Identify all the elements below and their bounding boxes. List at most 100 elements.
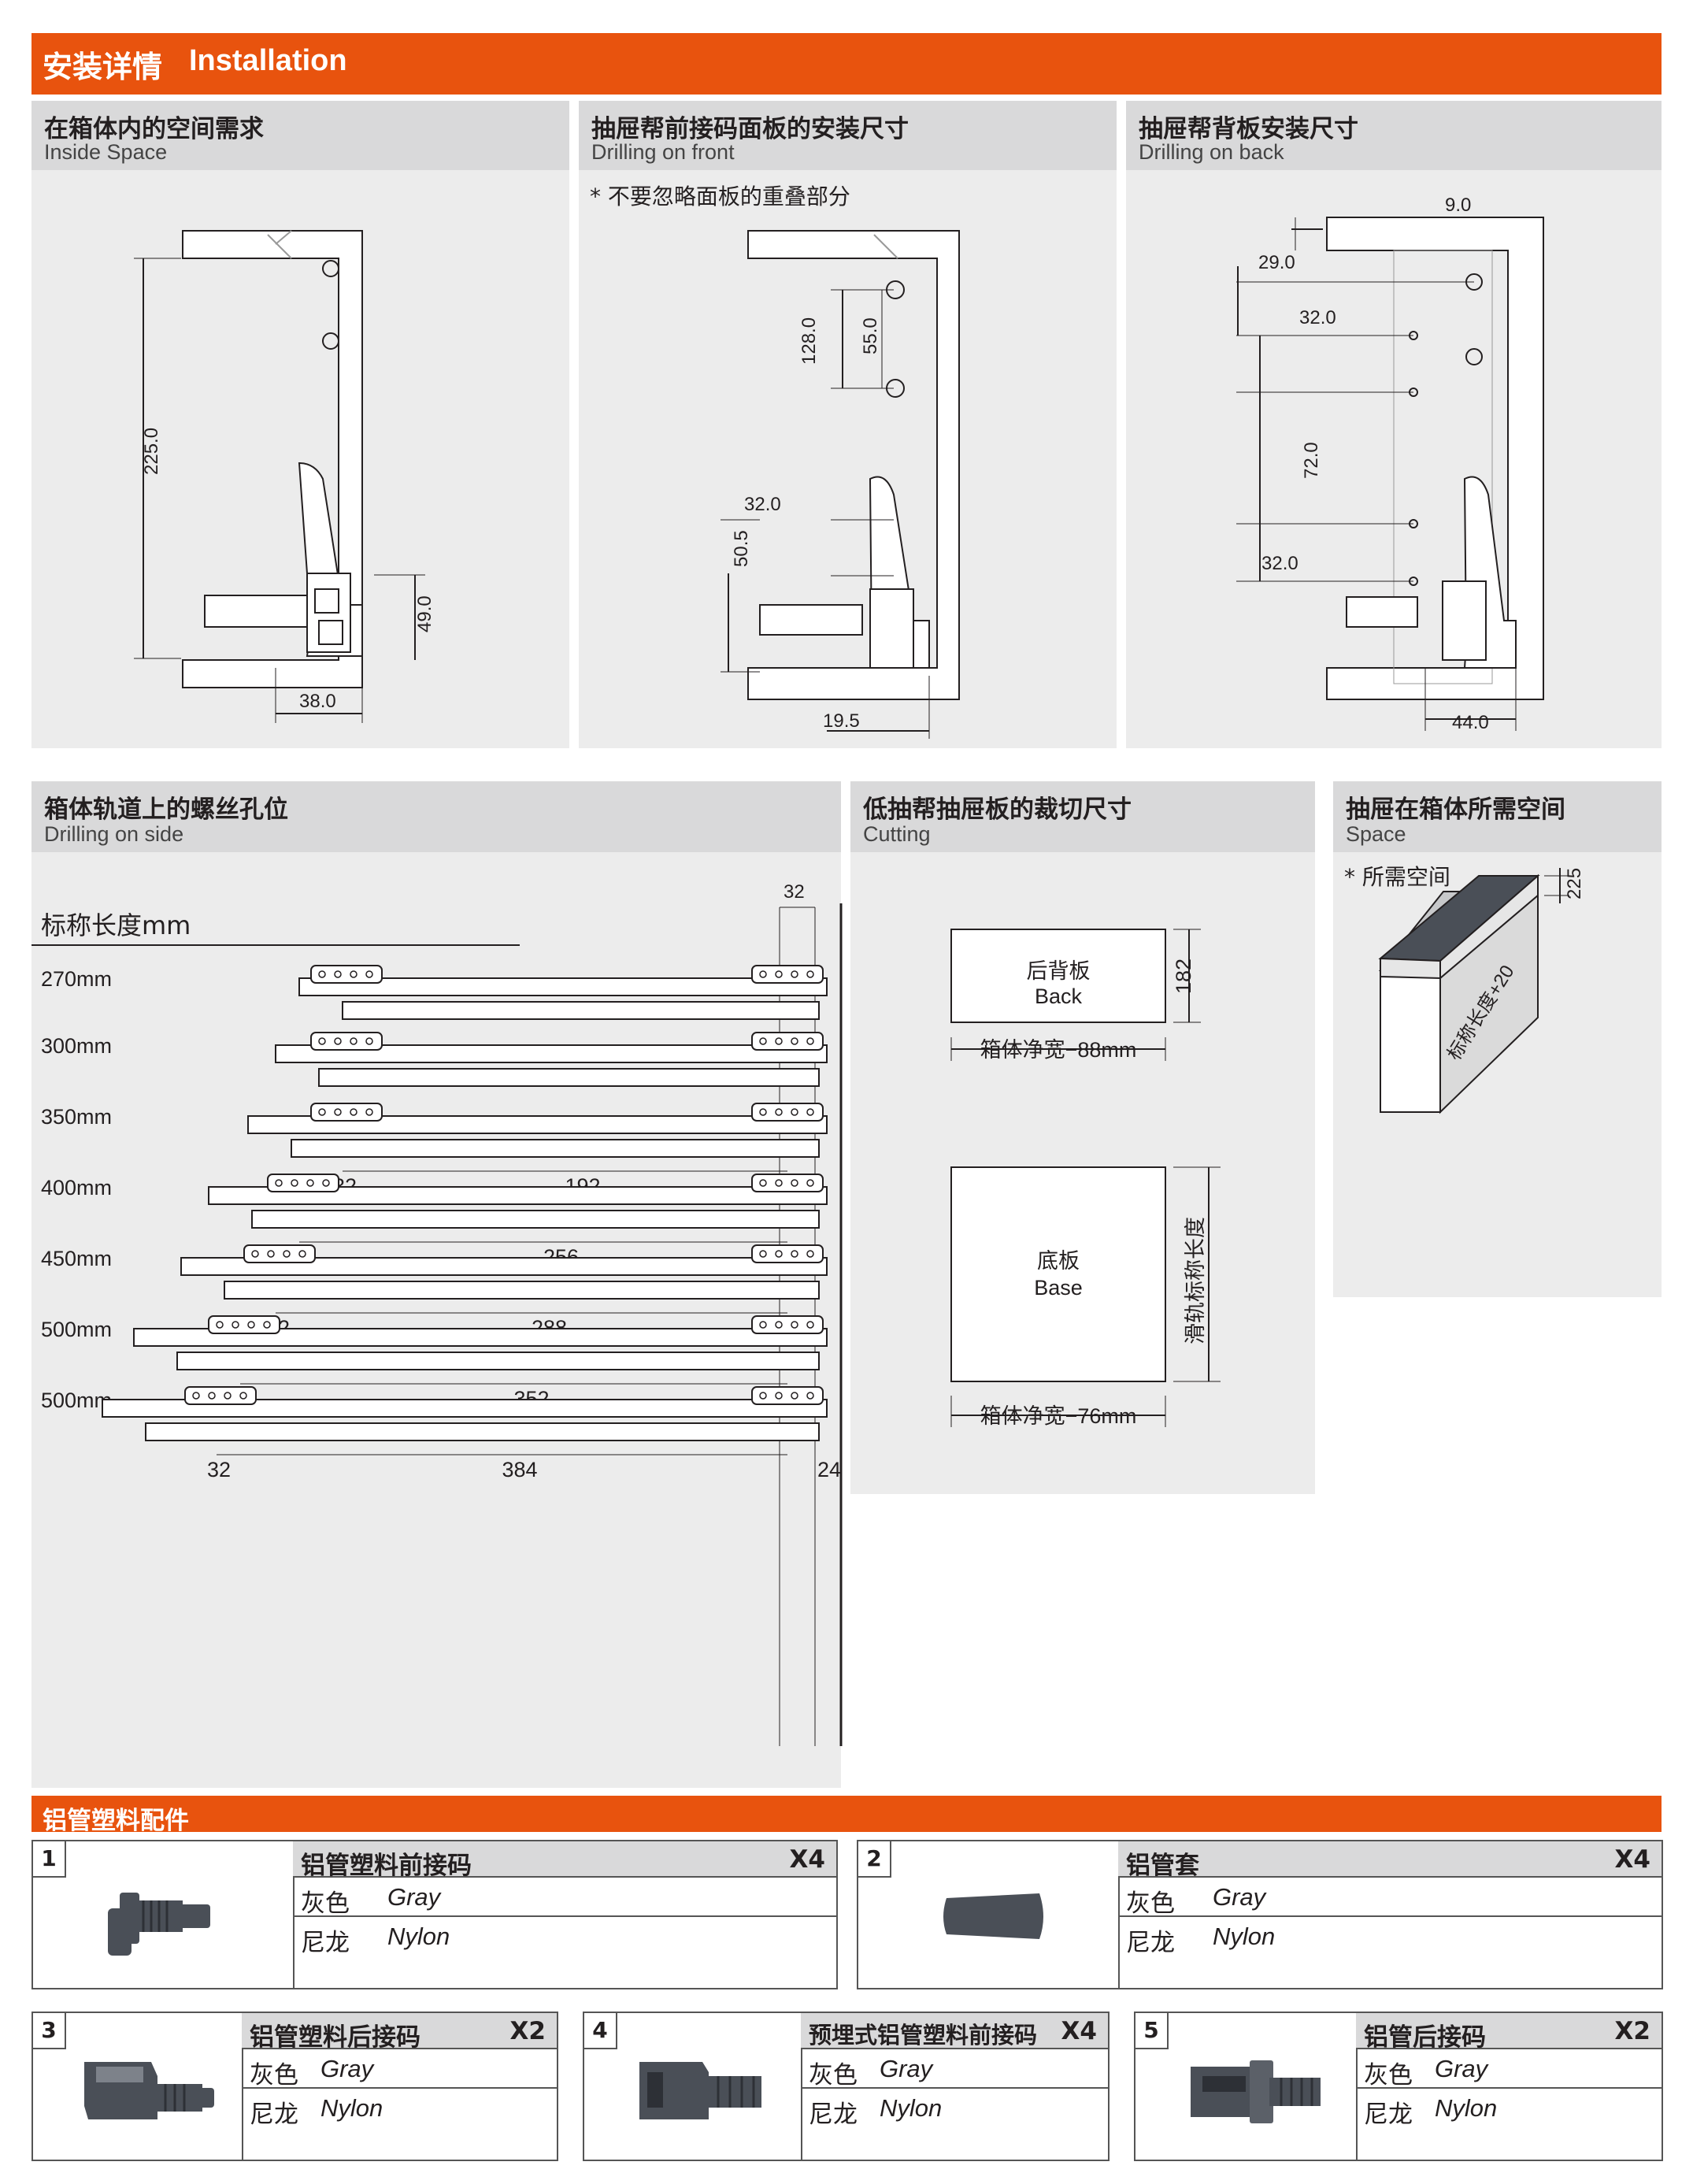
rail-length-label: 450mm xyxy=(41,1247,112,1270)
color-key: 灰色 xyxy=(250,2061,298,2089)
screw-hole xyxy=(216,1321,224,1329)
panel-title-en: Drilling on side xyxy=(44,822,184,846)
accessory-card: 3 铝管塑料后接码 X2 灰色 Gray 尼龙 Nylon xyxy=(31,2012,558,2161)
screw-hole xyxy=(806,1321,814,1329)
panel-header: 抽屉帮背板安装尺寸 Drilling on back xyxy=(1126,101,1662,170)
rail-length-label: 500mm xyxy=(41,1318,112,1341)
panel-title-en: Space xyxy=(1346,822,1406,846)
screw-hole xyxy=(365,970,373,978)
rail-length-label: 400mm xyxy=(41,1176,112,1200)
accessory-color-row: 灰色 Gray xyxy=(1356,2049,1662,2089)
embedded-front-connector-icon xyxy=(639,2062,761,2119)
drawer-rail xyxy=(145,1422,820,1441)
dim-a: 128.0 xyxy=(798,317,820,365)
accessory-color-row: 灰色 Gray xyxy=(1118,1878,1662,1918)
screw-hole xyxy=(791,1392,798,1400)
accessory-number: 2 xyxy=(858,1841,891,1878)
screw-hole xyxy=(334,970,342,978)
screw-hole xyxy=(224,1392,232,1400)
screw-hole xyxy=(806,1250,814,1258)
dim-rail: 49.0 xyxy=(414,595,435,632)
accessory-name: 铝管塑料前接码 xyxy=(301,1852,472,1880)
cabinet-rail xyxy=(180,1257,828,1276)
screw-hole xyxy=(806,1392,814,1400)
base-label-cn: 底板 xyxy=(1037,1249,1080,1273)
dim-c: 32.0 xyxy=(744,494,781,515)
back-width: 箱体净宽−88mm xyxy=(980,1038,1137,1062)
base-depth: 滑轨标称长度 xyxy=(1184,1217,1207,1344)
screw-hole xyxy=(350,970,357,978)
material-value: Nylon xyxy=(387,1923,450,1950)
accessory-image xyxy=(584,2013,802,2160)
panel-header: 抽屉帮前接码面板的安装尺寸 Drilling on front xyxy=(579,101,1117,170)
screw-hole xyxy=(759,1179,767,1187)
back-height: 182 xyxy=(1172,959,1195,994)
accessory-number: 5 xyxy=(1135,2013,1169,2049)
cabinet-rail xyxy=(102,1399,828,1418)
color-key: 灰色 xyxy=(809,2061,858,2089)
accessory-card: 5 铝管后接码 X2 灰色 Gray 尼龙 Nylon xyxy=(1134,2012,1663,2161)
accessory-header: 铝管塑料前接码 X4 xyxy=(293,1841,836,1880)
color-value: Gray xyxy=(1435,2055,1488,2082)
accessory-qty: X4 xyxy=(1061,2017,1097,2045)
color-value: Gray xyxy=(880,2055,933,2082)
drawer-rail xyxy=(318,1068,820,1087)
hole-block xyxy=(751,1174,824,1192)
material-key: 尼龙 xyxy=(250,2101,298,2129)
screw-hole xyxy=(267,1250,275,1258)
screw-hole xyxy=(365,1108,373,1116)
accessory-header: 铝管套 X4 xyxy=(1118,1841,1662,1880)
accessory-image xyxy=(1135,2013,1358,2160)
axis-line xyxy=(31,944,520,946)
cutting-diagram: 后背板 Back 182 箱体净宽−88mm 底板 Base 滑轨标称长度 箱体… xyxy=(950,929,1221,1428)
cabinet-rail xyxy=(208,1186,828,1205)
accessory-material-row: 尼龙 Nylon xyxy=(242,2089,557,2129)
accessory-material-row: 尼龙 Nylon xyxy=(1356,2089,1662,2129)
base-label-en: Base xyxy=(1034,1276,1083,1300)
accessory-number: 3 xyxy=(33,2013,66,2049)
screw-hole xyxy=(791,1179,798,1187)
space-panel: 抽屉在箱体所需空间 Space * 所需空间 225 标称长度+20 xyxy=(1333,781,1662,1297)
screw-hole xyxy=(239,1392,247,1400)
cabinet-rail xyxy=(298,977,828,996)
drawer-rail xyxy=(291,1139,820,1158)
accessory-image xyxy=(33,1841,295,1988)
dim-d: 50.5 xyxy=(731,530,752,567)
screw-hole xyxy=(775,970,783,978)
accessory-material-row: 尼龙 Nylon xyxy=(293,1917,836,1957)
screw-hole xyxy=(759,1321,767,1329)
back-label-cn: 后背板 xyxy=(1027,959,1091,983)
material-value: Nylon xyxy=(1435,2094,1498,2122)
hole-block xyxy=(310,1103,383,1122)
hole-block xyxy=(751,965,824,984)
base-width: 箱体净宽−76mm xyxy=(980,1404,1137,1428)
hole-block xyxy=(184,1386,257,1405)
dim-a: 9.0 xyxy=(1445,195,1471,216)
cutting-panel: 低抽帮抽屉板的裁切尺寸 Cutting 后背板 Back 182 箱体净宽−88… xyxy=(850,781,1315,1494)
color-value: Gray xyxy=(387,1883,441,1911)
accessory-color-row: 灰色 Gray xyxy=(242,2049,557,2089)
hole-block xyxy=(751,1315,824,1334)
accessories-section-title: 铝管塑料配件 xyxy=(43,1807,189,1835)
accessory-qty: X2 xyxy=(1614,2017,1650,2045)
screw-hole xyxy=(775,1108,783,1116)
top-dim: 32 xyxy=(784,881,805,903)
rail-length-label: 300mm xyxy=(41,1034,112,1058)
screw-hole xyxy=(318,1108,326,1116)
panel-header: 箱体轨道上的螺丝孔位 Drilling on side xyxy=(31,781,841,852)
screw-hole xyxy=(192,1392,200,1400)
accessory-image xyxy=(33,2013,243,2160)
material-value: Nylon xyxy=(880,2094,943,2122)
accessory-name: 铝管套 xyxy=(1126,1852,1199,1880)
screw-hole xyxy=(791,1250,798,1258)
drawer-rail xyxy=(342,1001,820,1020)
rear-tube-connector-icon xyxy=(1191,2060,1321,2123)
material-key: 尼龙 xyxy=(1364,2101,1413,2129)
page-title-cn: 安装详情 xyxy=(43,50,163,84)
material-key: 尼龙 xyxy=(301,1929,350,1957)
dim-label-span: 384 xyxy=(502,1458,538,1481)
panel-title-cn: 箱体轨道上的螺丝孔位 xyxy=(44,795,288,824)
accessory-material-row: 尼龙 Nylon xyxy=(801,2089,1108,2129)
screw-hole xyxy=(334,1108,342,1116)
color-value: Gray xyxy=(320,2055,374,2082)
